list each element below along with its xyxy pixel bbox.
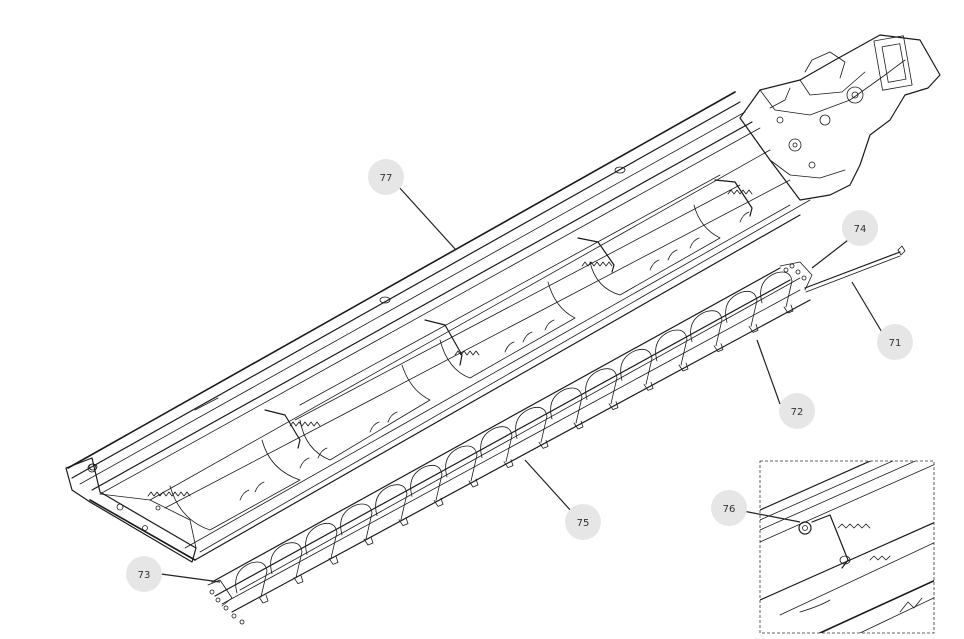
left-end-bracket <box>207 579 245 625</box>
tine-clip <box>433 497 444 507</box>
tine-loop <box>270 542 303 579</box>
tine-clip <box>748 323 759 333</box>
tine-loop <box>375 484 408 521</box>
callout-76: 76 <box>711 490 747 526</box>
tine-clip <box>293 575 304 585</box>
detail-inset <box>759 460 935 634</box>
callout-77-label: 77 <box>380 173 393 184</box>
callout-72-label: 72 <box>791 407 804 418</box>
callout-75: 75 <box>565 504 601 540</box>
tine-loop <box>550 387 583 424</box>
tine-loop <box>655 329 688 366</box>
callout-74-label: 74 <box>854 224 867 235</box>
tine-loop <box>585 368 618 405</box>
tine-loop <box>760 271 793 308</box>
right-end-bracket <box>779 261 813 291</box>
callout-71-label: 71 <box>889 338 902 349</box>
tine-clip <box>468 478 479 488</box>
tine-loop <box>235 561 268 598</box>
callout-76-label: 76 <box>723 504 736 515</box>
tine-clip <box>258 594 269 604</box>
callout-71: 71 <box>877 324 913 360</box>
tine-loop <box>690 310 723 347</box>
conveyor-assembly <box>207 261 813 625</box>
callout-75-label: 75 <box>577 518 590 529</box>
callout-77: 77 <box>368 159 404 195</box>
tine-clip <box>783 304 794 314</box>
tine-clip <box>503 459 514 469</box>
tine-clip <box>538 439 549 449</box>
drive-end-assembly <box>739 34 941 201</box>
tine-loop <box>445 445 478 482</box>
leader-lines <box>160 185 884 583</box>
tine-clip <box>608 401 619 411</box>
tine-clip <box>713 343 724 353</box>
tine-row <box>235 271 794 604</box>
callout-73-label: 73 <box>138 570 151 581</box>
callout-73: 73 <box>126 556 162 592</box>
callout-74: 74 <box>842 210 878 246</box>
tine-clip <box>643 381 654 391</box>
tine-loop <box>480 426 513 463</box>
trough-housing <box>65 91 811 563</box>
callout-72: 72 <box>779 393 815 429</box>
tine-loop <box>340 503 373 540</box>
tine-loop <box>620 348 653 385</box>
tine-clip <box>573 420 584 430</box>
tine-loop <box>725 290 758 327</box>
tine-loop <box>305 522 338 559</box>
tine-clip <box>328 555 339 565</box>
tine-clip <box>363 536 374 546</box>
tine-loop <box>410 464 443 501</box>
tine-clip <box>678 362 689 372</box>
tine-clip <box>398 517 409 527</box>
tine-loop <box>515 406 548 443</box>
drive-rod <box>804 245 906 293</box>
